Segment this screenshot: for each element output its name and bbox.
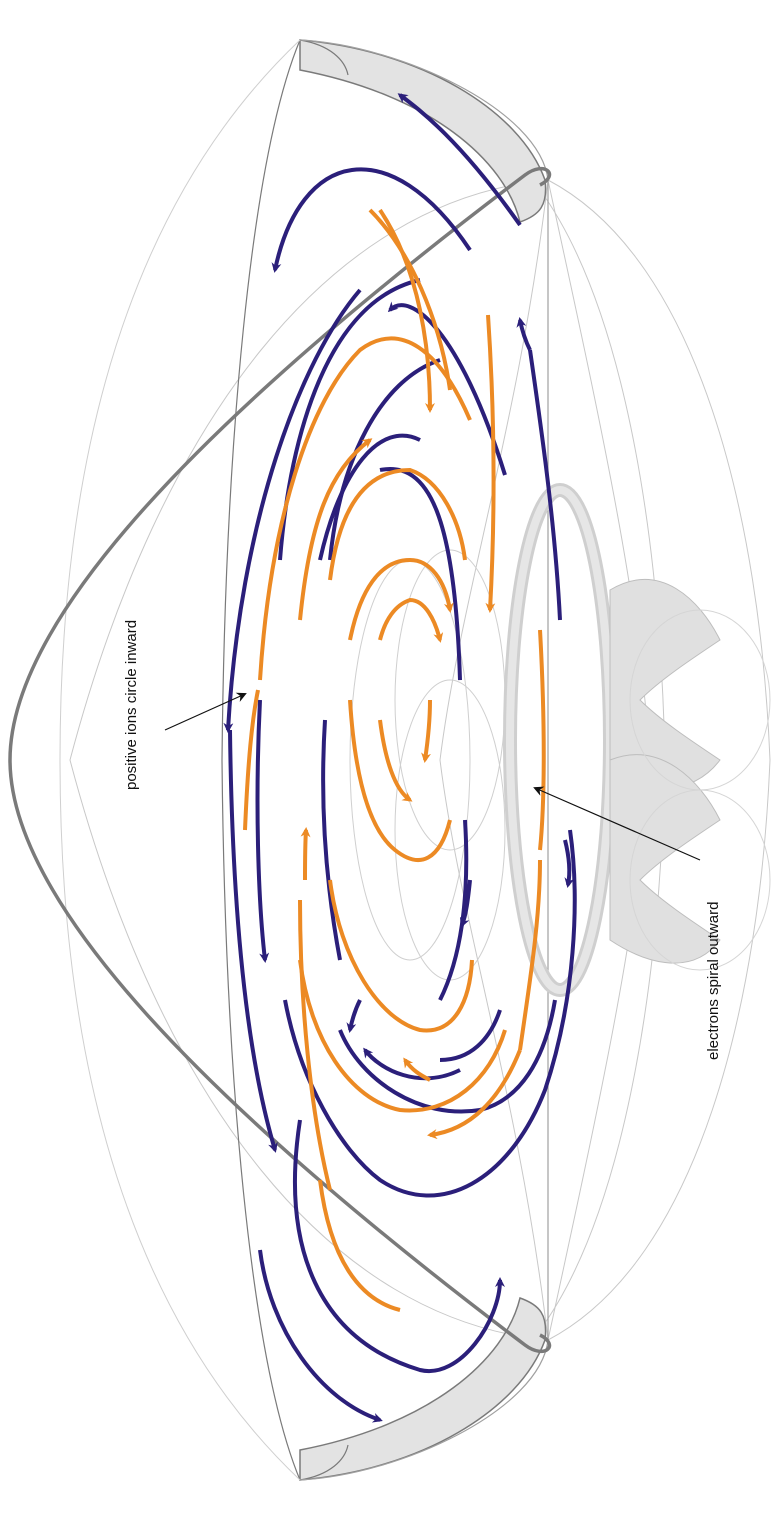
electron-arc-13	[321, 719, 342, 961]
ion-arc-11	[378, 719, 413, 802]
electron-arc-9	[318, 433, 421, 561]
electron-arc-12	[255, 699, 270, 963]
ion-arc-19	[427, 1049, 522, 1140]
electrons-callout: electrons spiral outward	[533, 786, 722, 1060]
ions-label: positive ions circle inward	[123, 620, 140, 790]
ion-arc-13	[300, 827, 311, 881]
ion-arc-4	[258, 336, 472, 681]
disc-outline	[221, 39, 549, 1481]
ring-apparatus	[503, 483, 771, 997]
ion-paths	[243, 208, 546, 1312]
electron-arc-22	[563, 839, 575, 888]
ion-arc-5	[243, 689, 260, 831]
ion-arc-12	[348, 699, 452, 862]
electron-arc-15	[439, 1009, 502, 1062]
ion-arc-2	[378, 208, 435, 413]
ion-arc-15	[298, 959, 507, 1113]
ion-arc-3	[485, 314, 496, 613]
electrons-pointer-line	[533, 786, 701, 861]
ions-pointer-line	[164, 692, 247, 731]
ion-arc-9	[378, 597, 444, 643]
electron-arc-7	[278, 278, 421, 561]
ion-arc-17	[298, 899, 332, 1191]
electron-arc-5	[528, 349, 562, 621]
ion-arc-7	[328, 467, 467, 581]
electron-arc-3	[223, 288, 362, 733]
electron-arc-19	[363, 1047, 461, 1081]
ion-arc-16	[318, 1179, 401, 1312]
ion-arc-20	[538, 629, 546, 851]
electron-arc-1	[397, 93, 522, 227]
electron-arc-21	[258, 1249, 383, 1423]
electron-arc-20	[293, 1119, 505, 1374]
bottom-crescent	[299, 1297, 547, 1481]
ion-arc-10	[421, 699, 432, 763]
ion-arc-1	[368, 208, 452, 391]
electron-arc-14	[438, 819, 469, 1001]
ions-callout: positive ions circle inward	[123, 620, 247, 790]
electron-arc-17	[283, 829, 577, 1198]
ion-arc-8	[348, 557, 454, 641]
electron-arc-11	[228, 729, 278, 1153]
electron-arc-18	[346, 999, 362, 1033]
ion-arc-14	[328, 879, 474, 1033]
ion-arc-21	[518, 859, 542, 1051]
ion-arc-18	[403, 1057, 431, 1082]
ion-arc-6	[298, 438, 373, 621]
electron-arc-23	[459, 879, 472, 928]
support-parabola	[8, 166, 552, 1354]
electron-arc-8	[328, 358, 441, 561]
electron-arc-2	[271, 167, 472, 273]
electrons-label: electrons spiral outward	[705, 902, 722, 1060]
electron-arc-6	[516, 317, 532, 351]
